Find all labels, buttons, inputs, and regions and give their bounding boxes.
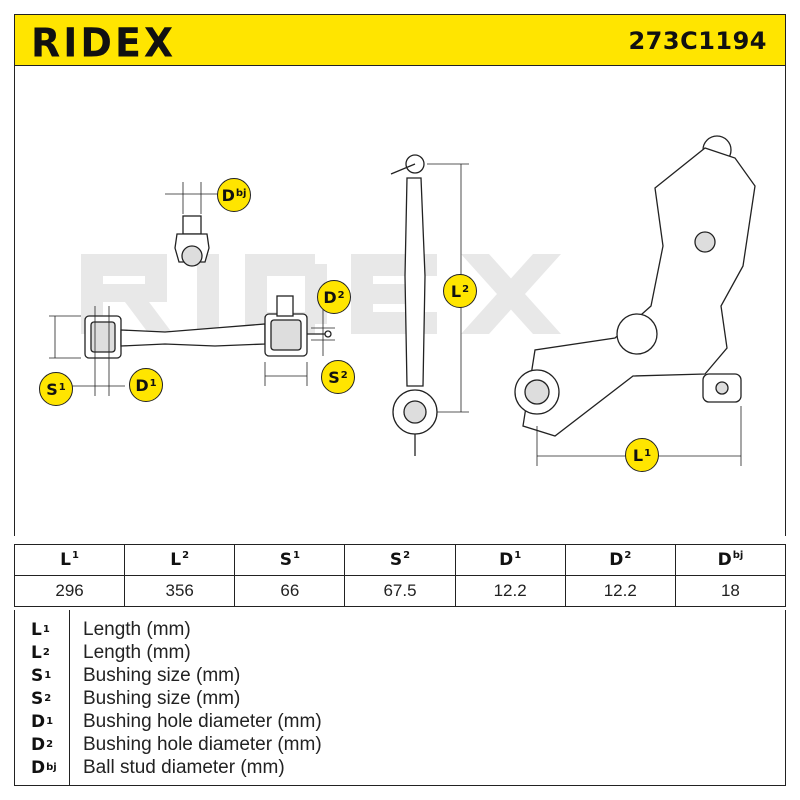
legend-symbol: S2	[31, 689, 52, 709]
vertical-link-part	[390, 154, 469, 456]
legend-item: D1 Bushing hole diameter (mm)	[15, 711, 787, 733]
spec-value-dbj: 18	[674, 575, 787, 607]
legend-text: Length (mm)	[83, 619, 191, 640]
header-bar: RIDEX 273C1194	[14, 14, 786, 66]
spec-header-l2: L2	[124, 544, 236, 576]
wishbone-part	[514, 135, 756, 466]
legend-text: Length (mm)	[83, 642, 191, 663]
legend-text: Bushing size (mm)	[83, 688, 241, 709]
legend-item: S1 Bushing size (mm)	[15, 665, 787, 687]
legend-symbol: D2	[31, 735, 54, 755]
spec-table-value-row: 296 356 66 67.5 12.2 12.2 18	[13, 575, 787, 607]
spec-value-s2: 67.5	[344, 575, 456, 607]
spec-value-d2: 12.2	[564, 575, 676, 607]
ball-joint-part	[165, 182, 219, 267]
legend-symbol: L1	[31, 620, 50, 640]
spec-value-l1: 296	[13, 575, 126, 607]
legend-text: Bushing size (mm)	[83, 665, 241, 686]
legend-text: Bushing hole diameter (mm)	[83, 734, 322, 755]
legend: L1 Length (mm) L2 Length (mm) S1 Bushing…	[14, 610, 786, 786]
legend-divider	[69, 610, 70, 786]
spec-header-s1: S1	[234, 544, 346, 576]
legend-item: D2 Bushing hole diameter (mm)	[15, 734, 787, 756]
legend-item: L2 Length (mm)	[15, 642, 787, 664]
spec-value-l2: 356	[124, 575, 236, 607]
control-arm-drawing	[49, 135, 756, 466]
spec-table-header-row: L1 L2 S1 S2 D1 D2 Dbj	[13, 544, 787, 576]
horizontal-link-part	[49, 295, 335, 396]
legend-item: S2 Bushing size (mm)	[15, 688, 787, 710]
spec-header-d2: D2	[564, 544, 676, 576]
legend-item: L1 Length (mm)	[15, 619, 787, 641]
legend-item: Dbj Ball stud diameter (mm)	[15, 757, 787, 779]
legend-text: Bushing hole diameter (mm)	[83, 711, 322, 732]
legend-symbol: Dbj	[31, 758, 57, 778]
spec-header-s2: S2	[344, 544, 456, 576]
legend-symbol: L2	[31, 643, 50, 663]
legend-text: Ball stud diameter (mm)	[83, 757, 285, 778]
brand-logo: RIDEX	[31, 19, 177, 67]
spec-header-d1: D1	[454, 544, 566, 576]
spec-header-l1: L1	[13, 544, 126, 576]
spec-header-dbj: Dbj	[674, 544, 787, 576]
spec-value-s1: 66	[234, 575, 346, 607]
legend-symbol: D1	[31, 712, 54, 732]
spec-table: L1 L2 S1 S2 D1 D2 Dbj 296 356 66 67.5 12…	[13, 544, 787, 607]
spec-value-d1: 12.2	[454, 575, 566, 607]
legend-symbol: S1	[31, 666, 52, 686]
part-number: 273C1194	[628, 27, 767, 55]
